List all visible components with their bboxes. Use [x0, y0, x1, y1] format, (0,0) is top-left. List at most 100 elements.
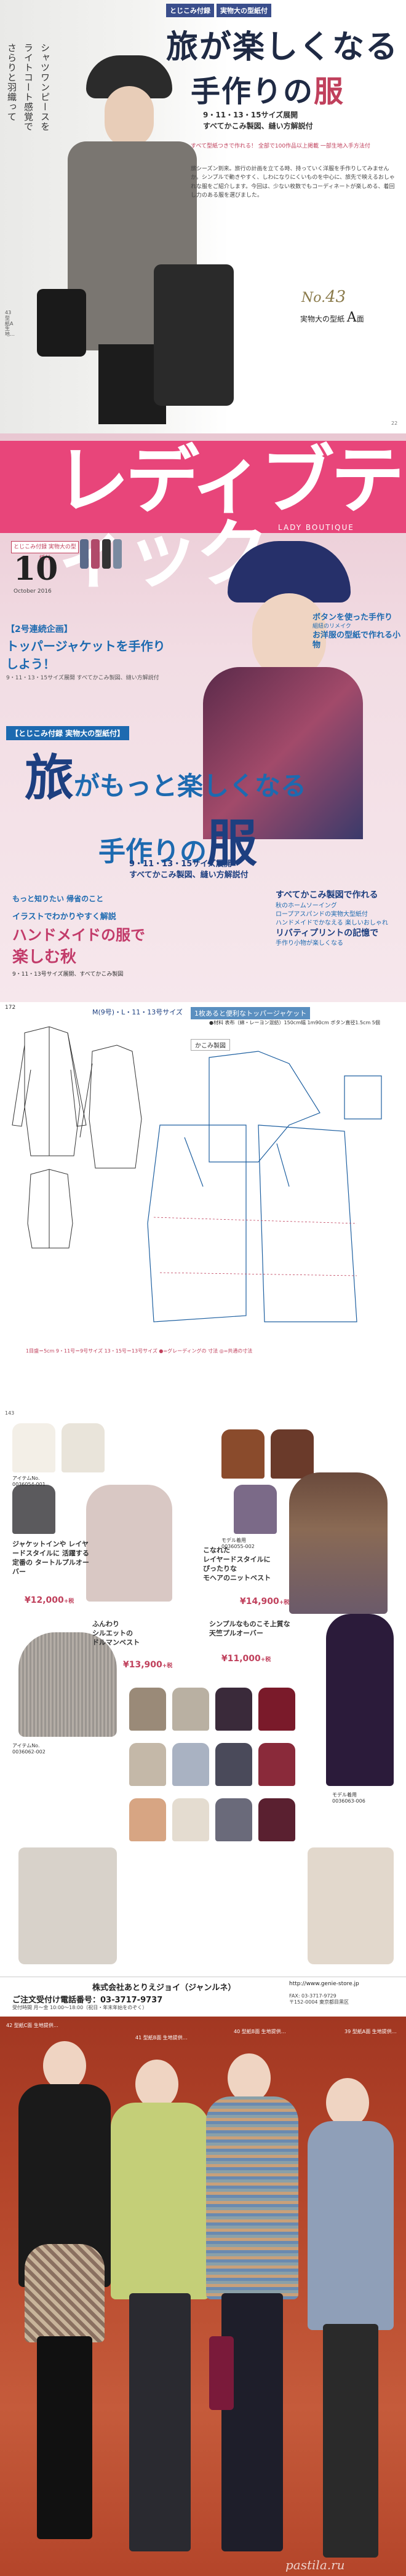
legs-shape	[221, 2293, 283, 2551]
handbag-icon	[209, 2336, 234, 2410]
store-url[interactable]: http://www.genie-store.jp	[289, 1981, 359, 1987]
item-caption: アイテムNo. 0036054-001	[12, 1476, 46, 1488]
headline: 旅が楽しくなる 手作りの服	[166, 21, 400, 110]
right-copy-bold: お洋服の型紙で作れる小物	[312, 630, 401, 650]
pattern-letter: A	[346, 310, 357, 325]
jacket-sketch-back	[27, 1169, 73, 1249]
furoku-label: とじこみ付録 実物大の型紙付	[11, 541, 79, 561]
thumbnail	[80, 539, 89, 569]
size-line-2: すべてかこみ製図、縫い方解説付	[129, 871, 249, 880]
pattern-suffix: 面	[356, 315, 364, 323]
list-item: もっと知りたい 帰省のこと	[12, 895, 104, 903]
list-item: イラストでわかりやすく解説	[12, 912, 116, 922]
garment-thumbnail	[215, 1688, 252, 1731]
spread-caption: 41 型紙B面 生地提供…	[135, 2035, 188, 2041]
face-shape	[326, 2078, 369, 2127]
cover-size-line: 9・11・13・15サイズ展開 すべてかこみ製図、縫い方解説付	[129, 859, 249, 881]
garment-thumbnail	[172, 1798, 209, 1841]
garment-thumbnail	[129, 1688, 166, 1731]
body-copy: 旅シーズン到来。旅行の計画を立てる時、持っていく洋服を手作りしてみませんか。シン…	[191, 166, 395, 199]
list-item: 手作り小物が楽しくなる	[276, 940, 343, 947]
headline-fuku: 服	[207, 814, 258, 873]
pattern-legend: 1目盛＝5cm 9・11号＝9号サイズ 13・15号＝13号サイズ ●=グレーデ…	[26, 1348, 253, 1354]
garment-thumbnail	[221, 1429, 265, 1479]
list-item: 秋のホームソーイング	[276, 902, 337, 909]
pattern-spec: ●材料 表布（綿・レーヨン混紡）150cm幅 1m90cm ボタン直径1.5cm…	[209, 1020, 380, 1025]
catalog-copy-4: シンプルなものこそ上質な 天竺プルオーバー	[209, 1620, 290, 1637]
catalog-footer: 株式会社あとりえジョイ（ジャンルネ） ご注文受付け電話番号：03-3717-97…	[0, 1977, 406, 2017]
grading-lines	[153, 1217, 357, 1276]
footer-page-number: 143	[5, 1410, 15, 1416]
price-4: ¥11,000+税	[221, 1654, 271, 1664]
face-shape	[135, 2060, 178, 2109]
sweater-shape	[111, 2103, 209, 2299]
price-value: ¥11,000	[221, 1654, 261, 1664]
pink-note: すべて型紙つきで作れる！ 全部で100作品以上掲載 一部生地入手方法付	[191, 143, 370, 149]
tax-label: +税	[260, 1657, 271, 1663]
size-info: 9・11・13・15サイズ展開 すべてかこみ製図、縫い方解説付	[203, 109, 313, 132]
vertical-copy-line: さらりと羽織って	[6, 43, 17, 122]
price-value: ¥13,900	[123, 1660, 162, 1670]
tag-pattern: 実物大の型紙付	[217, 4, 271, 17]
garment-thumbnail	[62, 1423, 105, 1472]
price-value: ¥12,000	[25, 1595, 64, 1605]
hat-shape	[228, 541, 351, 603]
list-item: 楽しむ秋	[12, 948, 77, 966]
cover-headline: 旅がもっと楽しくなる 手作りの服	[25, 738, 394, 875]
handbag-icon	[37, 289, 86, 357]
thumbnail	[102, 539, 111, 569]
striped-top-shape	[206, 2096, 298, 2299]
list-item-bold: すべてかこみ製図で作れる	[276, 890, 378, 900]
price-3: ¥13,900+税	[123, 1660, 172, 1670]
size-line: 9・11・13・15サイズ展開	[129, 859, 232, 869]
thumbnail	[91, 539, 100, 569]
catalog-copy-2: こなれた レイヤードスタイルに ぴったりな モヘアのニットベスト	[203, 1546, 271, 1582]
tax-label: +税	[63, 1598, 74, 1605]
headline-fuku: 服	[314, 74, 345, 109]
item-caption: アイテムNo. 0036062-002	[12, 1743, 46, 1755]
price-2: ¥14,900+税	[240, 1597, 289, 1606]
list-item: 9・11・13号サイズ展開、すべてかこみ製図	[12, 971, 124, 978]
tax-label: +税	[279, 1600, 290, 1606]
headline-line-2: 手作りの	[191, 74, 314, 109]
jacket-sketch-front	[12, 1026, 87, 1156]
photo-caption: 43 型紙A 生地…	[5, 310, 15, 338]
garment-thumbnail	[258, 1798, 295, 1841]
price-1: ¥12,000+税	[25, 1595, 74, 1605]
dress-shape	[308, 2121, 394, 2330]
item-caption: モデル着用 0036055-002	[221, 1538, 255, 1550]
pattern-title: 1枚あると便利なトッパージャケット	[191, 1007, 311, 1019]
garment-thumbnail	[12, 1485, 55, 1534]
garment-thumbnail	[258, 1743, 295, 1786]
catalog-page: ジャケットインや レイヤードスタイルに 活躍する定番の タートルプルオーバー ¥…	[0, 1417, 406, 2017]
tag-bar: とじこみ付録 実物大の型紙付	[166, 4, 271, 17]
thumbnail-strip	[80, 539, 122, 569]
legs-shape	[37, 2336, 92, 2539]
suitcase-icon	[154, 264, 234, 406]
list-item: ハンドメイドでかなえる 楽しいおしゃれ	[276, 919, 388, 926]
garment-thumbnail	[258, 1688, 295, 1731]
garment-thumbnail	[215, 1743, 252, 1786]
legs-shape	[129, 2293, 191, 2551]
item-number-value: 43	[325, 288, 346, 306]
pattern-pieces	[147, 1051, 382, 1322]
masthead: レディブティック LADY BOUTIQUE	[0, 441, 406, 592]
spread-caption: 42 型紙C面 生地提供…	[6, 2023, 58, 2028]
catalog-copy-3: ふんわり シルエットの ドルマンベスト	[92, 1620, 140, 1646]
vertical-copy: シャツワンピースを ライトコート感覚で さらりと羽織って	[6, 43, 52, 252]
model-photo	[18, 1847, 117, 1964]
pattern-note: 実物大の型紙 A面	[300, 310, 364, 325]
garment-thumbnail	[172, 1688, 209, 1731]
feature-kicker: 【2号連続企画】	[6, 625, 73, 634]
fashion-spread: 42 型紙C面 生地提供… 41 型紙B面 生地提供… 40 型紙B面 生地提供…	[0, 2017, 406, 2576]
list-item: ハンドメイドの服で	[12, 926, 145, 944]
garment-thumbnail	[215, 1798, 252, 1841]
right-copy-bold: ボタンを使った手作り	[312, 613, 393, 622]
magazine-cover: レディブティック LADY BOUTIQUE とじこみ付録 実物大の型紙付 10…	[0, 433, 406, 1002]
catalog-copy-1: ジャケットインや レイヤードスタイルに 活躍する定番の タートルプルオーバー	[12, 1540, 89, 1576]
list-item-bold: リバティプリントの記憶で	[276, 928, 379, 938]
list-item: ロープアスパンドの実物大型紙付	[276, 911, 368, 918]
garment-thumbnail	[234, 1485, 277, 1534]
pattern-drawing	[12, 1026, 382, 1322]
cover-right-copy: ボタンを使った手作り 組紐のリメイク お洋服の型紙で作れる小物	[312, 613, 402, 651]
